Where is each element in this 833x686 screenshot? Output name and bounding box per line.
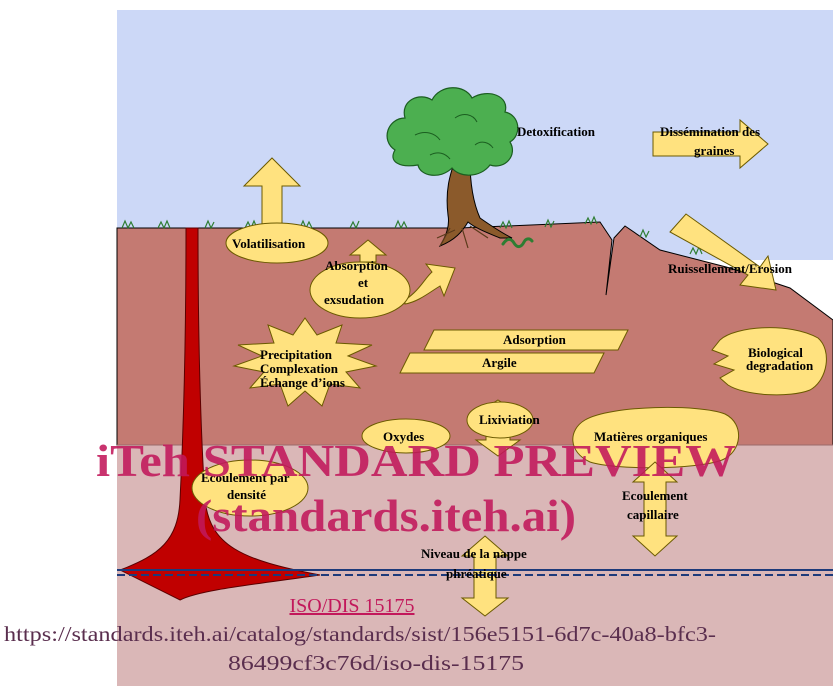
watermark-doc-id[interactable]: ISO/DIS 15175: [289, 595, 414, 617]
label-absorption-1: Absorption: [325, 258, 389, 273]
label-absorption-2: et: [358, 275, 369, 290]
label-biological-2: degradation: [746, 358, 814, 373]
label-dissemination-2: graines: [694, 143, 734, 158]
label-volatilisation: Volatilisation: [232, 236, 306, 251]
label-detoxification: Detoxification: [517, 124, 596, 139]
label-echange: Échange d’ions: [260, 375, 345, 390]
label-ecoulement-capillaire-1: Ecoulement: [622, 488, 688, 503]
label-adsorption: Adsorption: [503, 332, 567, 347]
label-absorption-3: exsudation: [324, 292, 385, 307]
label-dissemination-1: Dissémination des: [660, 124, 760, 139]
watermark-subtitle: (standards.iteh.ai): [196, 490, 576, 541]
label-nappe-1: Niveau de la nappe: [421, 546, 527, 561]
label-precipitation: Precipitation: [260, 347, 333, 362]
label-complexation: Complexation: [260, 361, 339, 376]
watermark-url-1[interactable]: https://standards.iteh.ai/catalog/standa…: [4, 622, 716, 646]
watermark-url-2[interactable]: 86499cf3c76d/iso-dis-15175: [228, 651, 524, 675]
label-nappe-2: phréatique: [446, 566, 507, 581]
label-lixiviation: Lixiviation: [479, 412, 540, 427]
label-argile: Argile: [482, 355, 517, 370]
watermark-title: iTeh STANDARD PREVIEW: [96, 435, 736, 486]
label-ruissellement: Ruissellement/Erosion: [668, 261, 793, 276]
label-ecoulement-capillaire-2: capillaire: [627, 507, 679, 522]
